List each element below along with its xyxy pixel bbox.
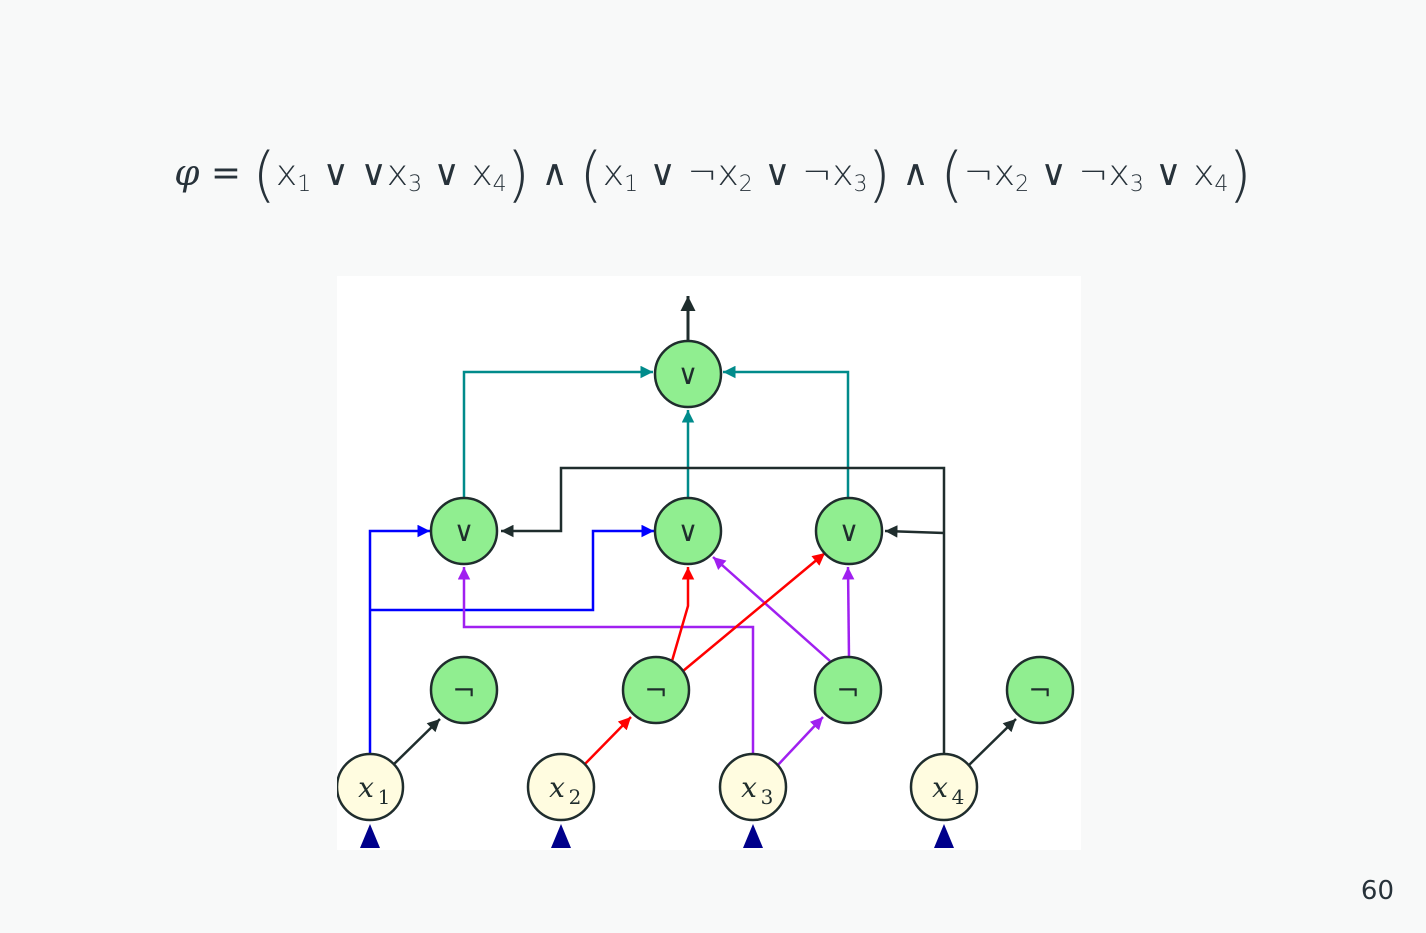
close-paren: )	[867, 140, 891, 210]
input-node-x4: x 4	[909, 752, 979, 822]
svg-text:4: 4	[952, 785, 965, 809]
clause-2: x1 ∨ ¬x2 ∨ ¬x3	[602, 153, 868, 197]
svg-text:∨: ∨	[678, 515, 699, 548]
input-node-x2: x 2	[526, 752, 596, 822]
input-arrow-3	[743, 824, 763, 848]
or-gate-2: ∨	[653, 496, 723, 566]
or-gate-1: ∨	[429, 496, 499, 566]
open-paren: (	[579, 140, 603, 210]
circuit-svg: ∨ ∨ ∨ ∨ ¬ ¬ ¬ ¬	[335, 296, 1075, 848]
edge-x3-to-or1	[457, 567, 755, 754]
edge-x4-to-notx4	[967, 718, 1017, 767]
edge-x4-to-or1	[501, 466, 946, 754]
svg-text:2: 2	[569, 785, 582, 809]
svg-text:x: x	[932, 771, 948, 804]
close-paren: )	[506, 140, 531, 210]
svg-text:¬: ¬	[1028, 674, 1051, 707]
edge-x1-to-or2	[370, 524, 654, 612]
circuit-diagram: ∨ ∨ ∨ ∨ ¬ ¬ ¬ ¬	[335, 276, 1081, 850]
svg-text:¬: ¬	[836, 674, 859, 707]
and-symbol: ∧	[541, 153, 580, 194]
svg-text:∨: ∨	[678, 358, 699, 391]
edge-or1-to-top	[462, 365, 653, 498]
edge-notx2-to-or3	[682, 552, 826, 672]
edge-notx3-to-or3	[841, 566, 855, 659]
svg-text:x: x	[549, 771, 565, 804]
open-paren: (	[252, 140, 276, 210]
svg-text:x: x	[741, 771, 757, 804]
edge-x1-to-or1	[368, 524, 430, 754]
svg-text:x: x	[358, 771, 374, 804]
input-node-x1: x 1	[335, 752, 405, 822]
svg-text:¬: ¬	[452, 674, 475, 707]
or-gate-3: ∨	[814, 496, 884, 566]
close-paren: )	[1228, 140, 1252, 210]
edge-notx3-to-or2	[712, 556, 831, 662]
edge-notx2-to-or2	[670, 567, 695, 662]
formula-lhs: φ =	[174, 153, 242, 194]
not-gate-x4: ¬	[1005, 655, 1075, 725]
edge-x3-to-notx3	[776, 716, 824, 767]
not-gate-x1: ¬	[429, 655, 499, 725]
svg-text:1: 1	[378, 785, 391, 809]
and-symbol: ∧	[902, 153, 941, 194]
clause-3: ¬x2 ∨ ¬x3 ∨ x4	[963, 153, 1229, 197]
page-number: 60	[1360, 876, 1394, 906]
input-arrow-2	[551, 824, 571, 848]
clause-1: x1 ∨ ∨x3 ∨ x4	[275, 153, 507, 197]
open-paren: (	[940, 140, 964, 210]
edge-x1-to-notx1	[391, 718, 441, 767]
not-gate-x3: ¬	[813, 655, 883, 725]
svg-text:¬: ¬	[644, 674, 667, 707]
svg-text:∨: ∨	[454, 515, 475, 548]
formula: φ = (x1 ∨ ∨x3 ∨ x4) ∧ (x1 ∨ ¬x2 ∨ ¬x3) ∧…	[0, 140, 1426, 210]
input-arrow-4	[934, 824, 954, 848]
not-gate-x2: ¬	[621, 655, 691, 725]
svg-text:3: 3	[761, 785, 774, 809]
edge-x4-to-or3	[884, 525, 945, 538]
input-node-x3: x 3	[718, 752, 788, 822]
svg-text:∨: ∨	[839, 515, 860, 548]
edge-or3-to-top	[723, 365, 850, 498]
edge-x2-to-notx2	[582, 716, 632, 767]
input-arrow-1	[360, 824, 380, 848]
or-gate-top: ∨	[653, 339, 723, 409]
